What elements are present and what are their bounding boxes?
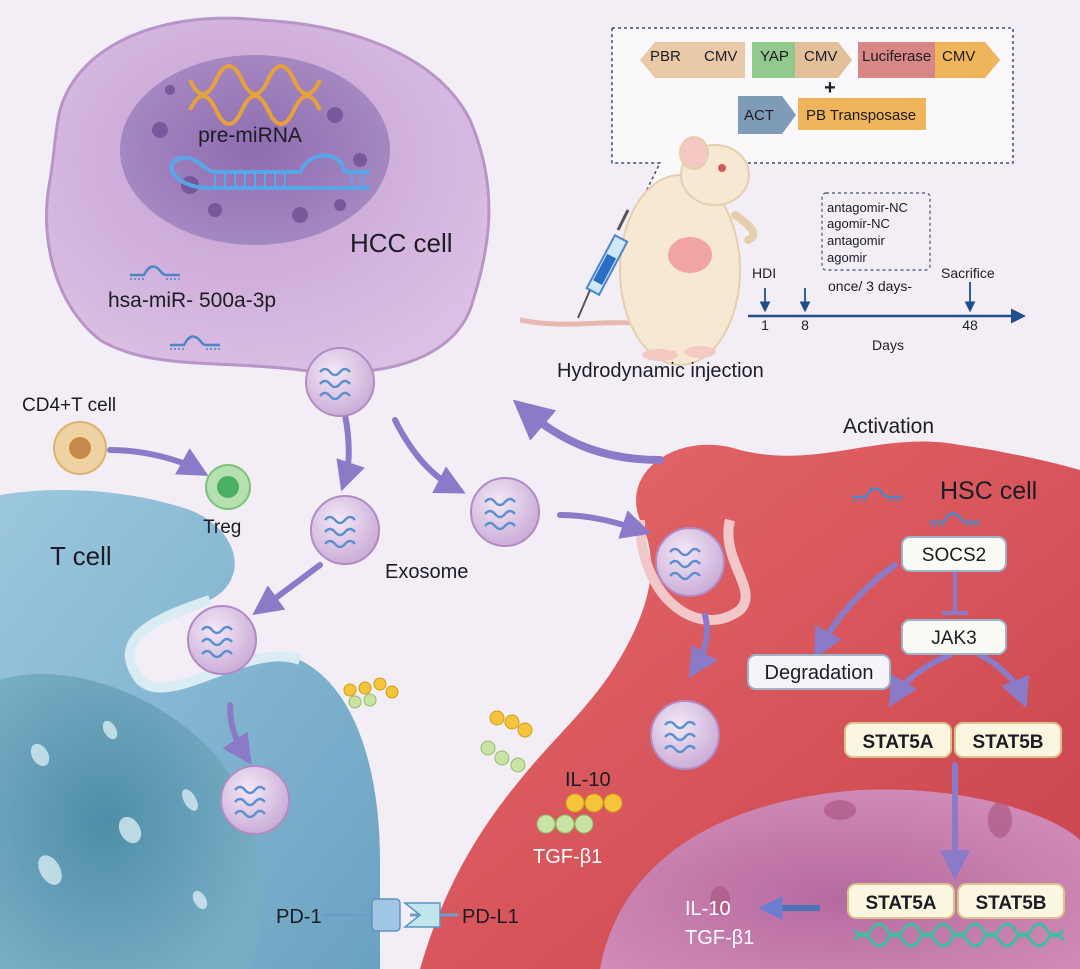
stat5b-nuclear-box	[957, 883, 1065, 919]
stat5b-label: STAT5B	[972, 732, 1043, 753]
construct-luciferase: Luciferase	[862, 48, 931, 65]
construct-callout	[611, 27, 1014, 213]
tick-1: 1	[761, 317, 769, 333]
frequency-label: once/ 3 days-	[828, 278, 912, 294]
socs2-box	[901, 536, 1007, 572]
hsc-cell-label: HSC cell	[940, 477, 1037, 505]
exosome	[219, 764, 291, 836]
group-1: antagomir-NC	[827, 200, 908, 215]
cd4-t-cell-icon	[53, 421, 107, 475]
exosome	[649, 699, 721, 771]
days-axis-label: Days	[872, 337, 904, 353]
exosome	[304, 346, 376, 418]
exosome	[469, 476, 541, 548]
syringe-icon	[577, 209, 630, 319]
exosome	[654, 526, 726, 598]
degradation-label: Degradation	[765, 662, 874, 684]
tick-48: 48	[962, 317, 978, 333]
stat5b-nuclear-label: STAT5B	[975, 893, 1046, 914]
exosome	[309, 494, 381, 566]
mirna-label: hsa-miR- 500a-3p	[108, 289, 276, 312]
hcc-cell-label: HCC cell	[350, 228, 453, 258]
cd4-label: CD4+T cell	[22, 395, 116, 416]
pdl1-label: PD-L1	[462, 906, 519, 928]
construct-segment-pbr	[640, 42, 745, 78]
t-cell	[0, 490, 380, 969]
construct-pbr: PBR	[650, 48, 681, 65]
mouse-illustration	[519, 136, 758, 366]
t-cell-label: T cell	[50, 541, 112, 571]
activation-label: Activation	[843, 415, 934, 438]
tick-8: 8	[801, 317, 809, 333]
socs2-label: SOCS2	[922, 545, 986, 566]
exosome-label: Exosome	[385, 561, 468, 583]
output-tgf-label: TGF-β1	[685, 927, 754, 949]
hdi-label: HDI	[752, 265, 776, 281]
exosome	[186, 604, 258, 676]
hsc-cell	[420, 441, 1080, 969]
construct-act: ACT	[744, 107, 774, 124]
construct-plus: +	[824, 77, 836, 99]
dna-helix	[188, 64, 322, 126]
hcc-cell	[45, 16, 491, 374]
stat5a-box	[844, 722, 952, 758]
cytokine-beads	[343, 677, 623, 834]
pre-mirna-label: pre-miRNA	[198, 124, 302, 147]
jak3-box	[901, 619, 1007, 655]
construct-cmv-3: CMV	[942, 48, 975, 65]
group-4: agomir	[827, 250, 867, 265]
pathway-boxes	[747, 487, 1065, 948]
stat5a-label: STAT5A	[862, 732, 933, 753]
stat5b-box	[954, 722, 1062, 758]
output-il10-label: IL-10	[685, 898, 731, 920]
construct-cmv-2: CMV	[804, 48, 837, 65]
flow-arrows	[107, 399, 1030, 880]
stat5a-nuclear-box	[847, 883, 955, 919]
treg-cell-icon	[205, 464, 251, 510]
tgf-label: TGF-β1	[533, 846, 602, 868]
jak3-label: JAK3	[931, 628, 976, 649]
group-2: agomir-NC	[827, 216, 890, 231]
construct-segment-pb	[798, 98, 926, 130]
construct-segment-act	[738, 96, 796, 134]
group-3: antagomir	[827, 233, 885, 248]
il10-label: IL-10	[565, 769, 611, 791]
pd1-label: PD-1	[276, 906, 322, 928]
pre-mirna-hairpin	[169, 153, 370, 190]
stat5a-nuclear-label: STAT5A	[865, 893, 936, 914]
injection-label: Hydrodynamic injection	[557, 360, 764, 382]
construct-yap: YAP	[760, 48, 789, 65]
groups-box	[821, 192, 931, 271]
treg-label: Treg	[203, 517, 241, 538]
pd1-pdl1-complex	[322, 898, 458, 932]
construct-pb-transposase: PB Transposase	[806, 107, 916, 124]
construct-cmv-1: CMV	[704, 48, 737, 65]
inhibition-line	[942, 568, 968, 615]
timeline	[748, 192, 1026, 324]
sacrifice-label: Sacrifice	[941, 265, 995, 281]
hsc-nucleus	[600, 789, 1080, 969]
nuclear-dna	[853, 922, 1065, 948]
liver	[668, 237, 712, 273]
hcc-nucleus	[120, 55, 390, 245]
degradation-box	[747, 654, 891, 690]
